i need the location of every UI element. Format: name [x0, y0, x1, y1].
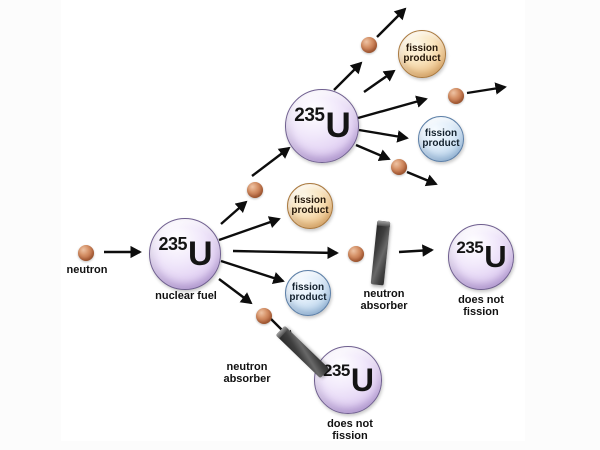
neutron-absorber-diagonal-label-line: absorber	[223, 373, 271, 385]
neutron-bottom	[256, 308, 272, 324]
neutron-absorber-diagonal-label-line: neutron	[226, 361, 268, 373]
neutron-right	[448, 88, 464, 104]
arrow	[218, 216, 281, 242]
fission-product-tan-top-label-line: fission	[405, 42, 439, 54]
arrow	[466, 82, 507, 95]
uranium-right-caption-line: fission	[463, 306, 499, 318]
neutron-start	[78, 245, 94, 261]
uranium-mass-number: 235	[158, 233, 187, 254]
fission-product-tan-top-label-line: product	[403, 53, 441, 64]
uranium-symbol: U	[325, 106, 350, 145]
arrow	[376, 7, 407, 38]
arrow	[218, 278, 253, 305]
arrow	[355, 143, 391, 161]
fission-product-tan-mid-label-line: fission	[293, 194, 327, 206]
uranium-mass-number: 235	[456, 237, 484, 257]
fission-product-blue-mid-label-line: fission	[291, 281, 325, 293]
neutron-top	[361, 37, 377, 53]
neutron-absorber-vertical	[370, 220, 390, 286]
arrow	[220, 259, 285, 284]
neutron-absorber-vertical-label-line: neutron	[363, 288, 405, 300]
uranium-symbol: U	[187, 234, 213, 273]
neutron-absorber-diagonal	[275, 325, 329, 379]
fission-product-tan-mid-label-line: product	[291, 205, 329, 216]
uranium-bottom-caption-line: does not	[327, 418, 373, 430]
uranium-symbol: U	[350, 361, 374, 398]
fission-product-blue-mid-label-line: product	[289, 292, 327, 303]
uranium-right-caption-line: does not	[458, 294, 504, 306]
arrow	[398, 244, 434, 257]
neutron-lower	[391, 159, 407, 175]
uranium-bottom-caption-line: fission	[332, 430, 368, 442]
neutron-start-caption-line: neutron	[66, 264, 108, 276]
arrow	[251, 146, 291, 177]
uranium-mass-number: 235	[294, 104, 325, 126]
uranium-fuel-caption-line: nuclear fuel	[155, 290, 217, 302]
neutron-mid	[348, 246, 364, 262]
arrow	[406, 170, 438, 187]
arrow	[220, 200, 248, 225]
arrow	[333, 61, 363, 91]
uranium-fuel-caption: nuclear fuel	[155, 290, 217, 302]
arrow	[232, 246, 339, 260]
arrow	[357, 95, 428, 120]
uranium-mass-number: 235	[323, 360, 350, 380]
neutron-absorber-vertical-label-line: absorber	[360, 300, 408, 312]
neutron-1	[247, 182, 263, 198]
fission-product-blue-top-label-line: product	[422, 138, 460, 149]
fission-product-blue-top-label-line: fission	[424, 127, 458, 139]
arrow	[358, 128, 409, 143]
neutron-start-caption: neutron	[67, 264, 108, 276]
arrow	[363, 69, 396, 93]
uranium-symbol: U	[484, 239, 506, 274]
